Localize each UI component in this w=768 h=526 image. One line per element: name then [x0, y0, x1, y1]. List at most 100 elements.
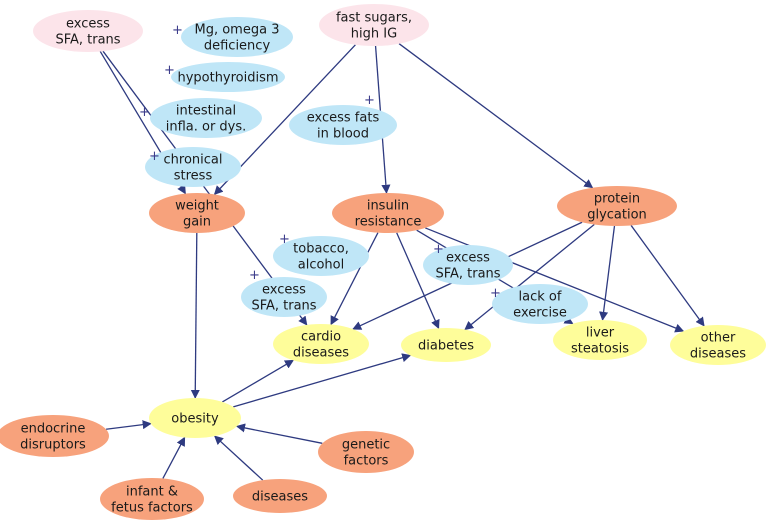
edge-infant-fetus-to-obesity: [162, 436, 186, 479]
node-label-infant-fetus-line-0: infant &: [126, 485, 178, 500]
node-label-endocrine-disruptors-line-0: endocrine: [21, 422, 86, 437]
node-label-protein-glycation-line-1: glycation: [587, 208, 647, 223]
node-shape-tobacco-alcohol: [273, 236, 369, 276]
node-shape-other-diseases: [670, 325, 766, 365]
node-label-diabetes-line-0: diabetes: [418, 339, 474, 354]
node-label-excess-fats-blood-line-0: excess fats: [307, 111, 380, 126]
edge-fast-sugars-to-protein-glycation: [398, 43, 594, 189]
node-shape-endocrine-disruptors: [0, 415, 109, 457]
node-label-lack-of-exercise-line-1: exercise: [513, 306, 567, 321]
node-label-excess-sfa-trans-left-line-0: excess: [262, 283, 306, 298]
node-label-endocrine-disruptors-line-1: disruptors: [20, 438, 86, 453]
node-shape-weight-gain: [149, 193, 245, 233]
node-shape-mg-omega3: [181, 17, 293, 57]
edge-protein-glycation-to-diabetes: [464, 224, 595, 331]
node-shape-obesity: [149, 398, 241, 438]
node-label-chronical-stress-line-0: chronical: [164, 153, 223, 168]
node-shape-excess-fats-blood: [289, 105, 397, 145]
plus-marker-lack-of-exercise: +: [490, 286, 501, 301]
node-label-excess-sfa-trans-top-line-0: excess: [66, 17, 110, 32]
node-shape-insulin-resistance: [332, 193, 444, 233]
node-shape-genetic-factors: [318, 431, 414, 473]
node-label-tobacco-alcohol-line-0: tobacco,: [293, 242, 349, 257]
node-label-excess-sfa-trans-right-line-0: excess: [446, 251, 490, 266]
node-label-excess-sfa-trans-right-line-1: SFA, trans: [435, 267, 500, 282]
plus-marker-hypothyroidism: +: [164, 63, 175, 78]
node-label-excess-sfa-trans-top-line-1: SFA, trans: [55, 33, 120, 48]
edge-obesity-to-cardio-diseases: [222, 359, 295, 403]
node-label-cardio-diseases-line-1: diseases: [293, 346, 349, 361]
node-shape-excess-sfa-trans-top: [33, 10, 143, 52]
node-label-excess-sfa-trans-left-line-1: SFA, trans: [251, 299, 316, 314]
node-label-fast-sugars-line-0: fast sugars,: [336, 11, 412, 26]
node-shape-chronical-stress: [145, 147, 241, 187]
node-label-genetic-factors-line-0: genetic: [342, 438, 390, 453]
node-shape-intestinal: [150, 98, 262, 138]
node-label-tobacco-alcohol-line-1: alcohol: [298, 258, 344, 273]
plus-marker-intestinal: +: [139, 105, 150, 120]
plus-layer: +++++++++: [139, 23, 501, 301]
node-label-hypothyroidism-line-0: hypothyroidism: [177, 71, 278, 86]
node-shape-cardio-diseases: [273, 324, 369, 364]
node-shape-hypothyroidism: [171, 62, 285, 92]
node-label-other-diseases-line-1: diseases: [690, 347, 746, 362]
edge-weight-gain-to-obesity: [190, 232, 200, 399]
node-label-obesity-line-0: obesity: [171, 412, 219, 427]
node-shape-excess-sfa-trans-right: [423, 245, 513, 285]
edge-obesity-to-diabetes: [233, 353, 412, 408]
node-shape-lack-of-exercise: [492, 284, 588, 324]
node-fast-sugars: fast sugars,high IG: [319, 4, 429, 46]
node-label-intestinal-line-0: intestinal: [176, 104, 236, 119]
edge-protein-glycation-to-other-diseases: [630, 225, 705, 327]
node-shape-fast-sugars: [319, 4, 429, 46]
node-label-liver-steatosis-line-0: liver: [586, 326, 615, 341]
node-label-intestinal-line-1: infla. or dys.: [166, 120, 247, 135]
node-diabetes: diabetes: [401, 328, 491, 362]
node-label-insulin-resistance-line-1: resistance: [355, 215, 422, 230]
edge-endocrine-disruptors-to-obesity: [105, 420, 152, 430]
node-shape-excess-sfa-trans-left: [241, 277, 327, 317]
edge-genetic-factors-to-obesity: [235, 423, 323, 444]
edge-insulin-resistance-to-cardio-diseases: [330, 232, 379, 326]
edge-protein-glycation-to-liver-steatosis: [599, 225, 616, 321]
node-shape-liver-steatosis: [553, 320, 647, 360]
node-label-protein-glycation-line-0: protein: [594, 192, 640, 207]
plus-marker-excess-sfa-trans-right: +: [433, 242, 444, 257]
node-diseases: diseases: [233, 479, 327, 513]
node-tobacco-alcohol: tobacco,alcohol: [273, 236, 369, 276]
node-label-mg-omega3-line-0: Mg, omega 3: [195, 23, 280, 38]
node-shape-infant-fetus: [100, 478, 204, 520]
plus-marker-mg-omega3: +: [172, 23, 183, 38]
node-label-liver-steatosis-line-1: steatosis: [571, 342, 629, 357]
node-shape-protein-glycation: [557, 186, 677, 226]
node-label-excess-fats-blood-line-1: in blood: [317, 127, 369, 142]
edge-insulin-resistance-to-diabetes: [396, 232, 440, 330]
edges-layer: [99, 43, 705, 481]
node-shape-diabetes: [401, 328, 491, 362]
node-obesity: obesity: [149, 398, 241, 438]
plus-marker-excess-sfa-trans-left: +: [249, 268, 260, 283]
node-label-diseases-line-0: diseases: [252, 490, 308, 505]
node-hypothyroidism: hypothyroidism: [171, 62, 285, 92]
node-label-infant-fetus-line-1: fetus factors: [111, 501, 193, 516]
edge-diseases-to-obesity: [214, 435, 264, 481]
node-label-genetic-factors-line-1: factors: [344, 454, 389, 469]
node-shape-diseases: [233, 479, 327, 513]
